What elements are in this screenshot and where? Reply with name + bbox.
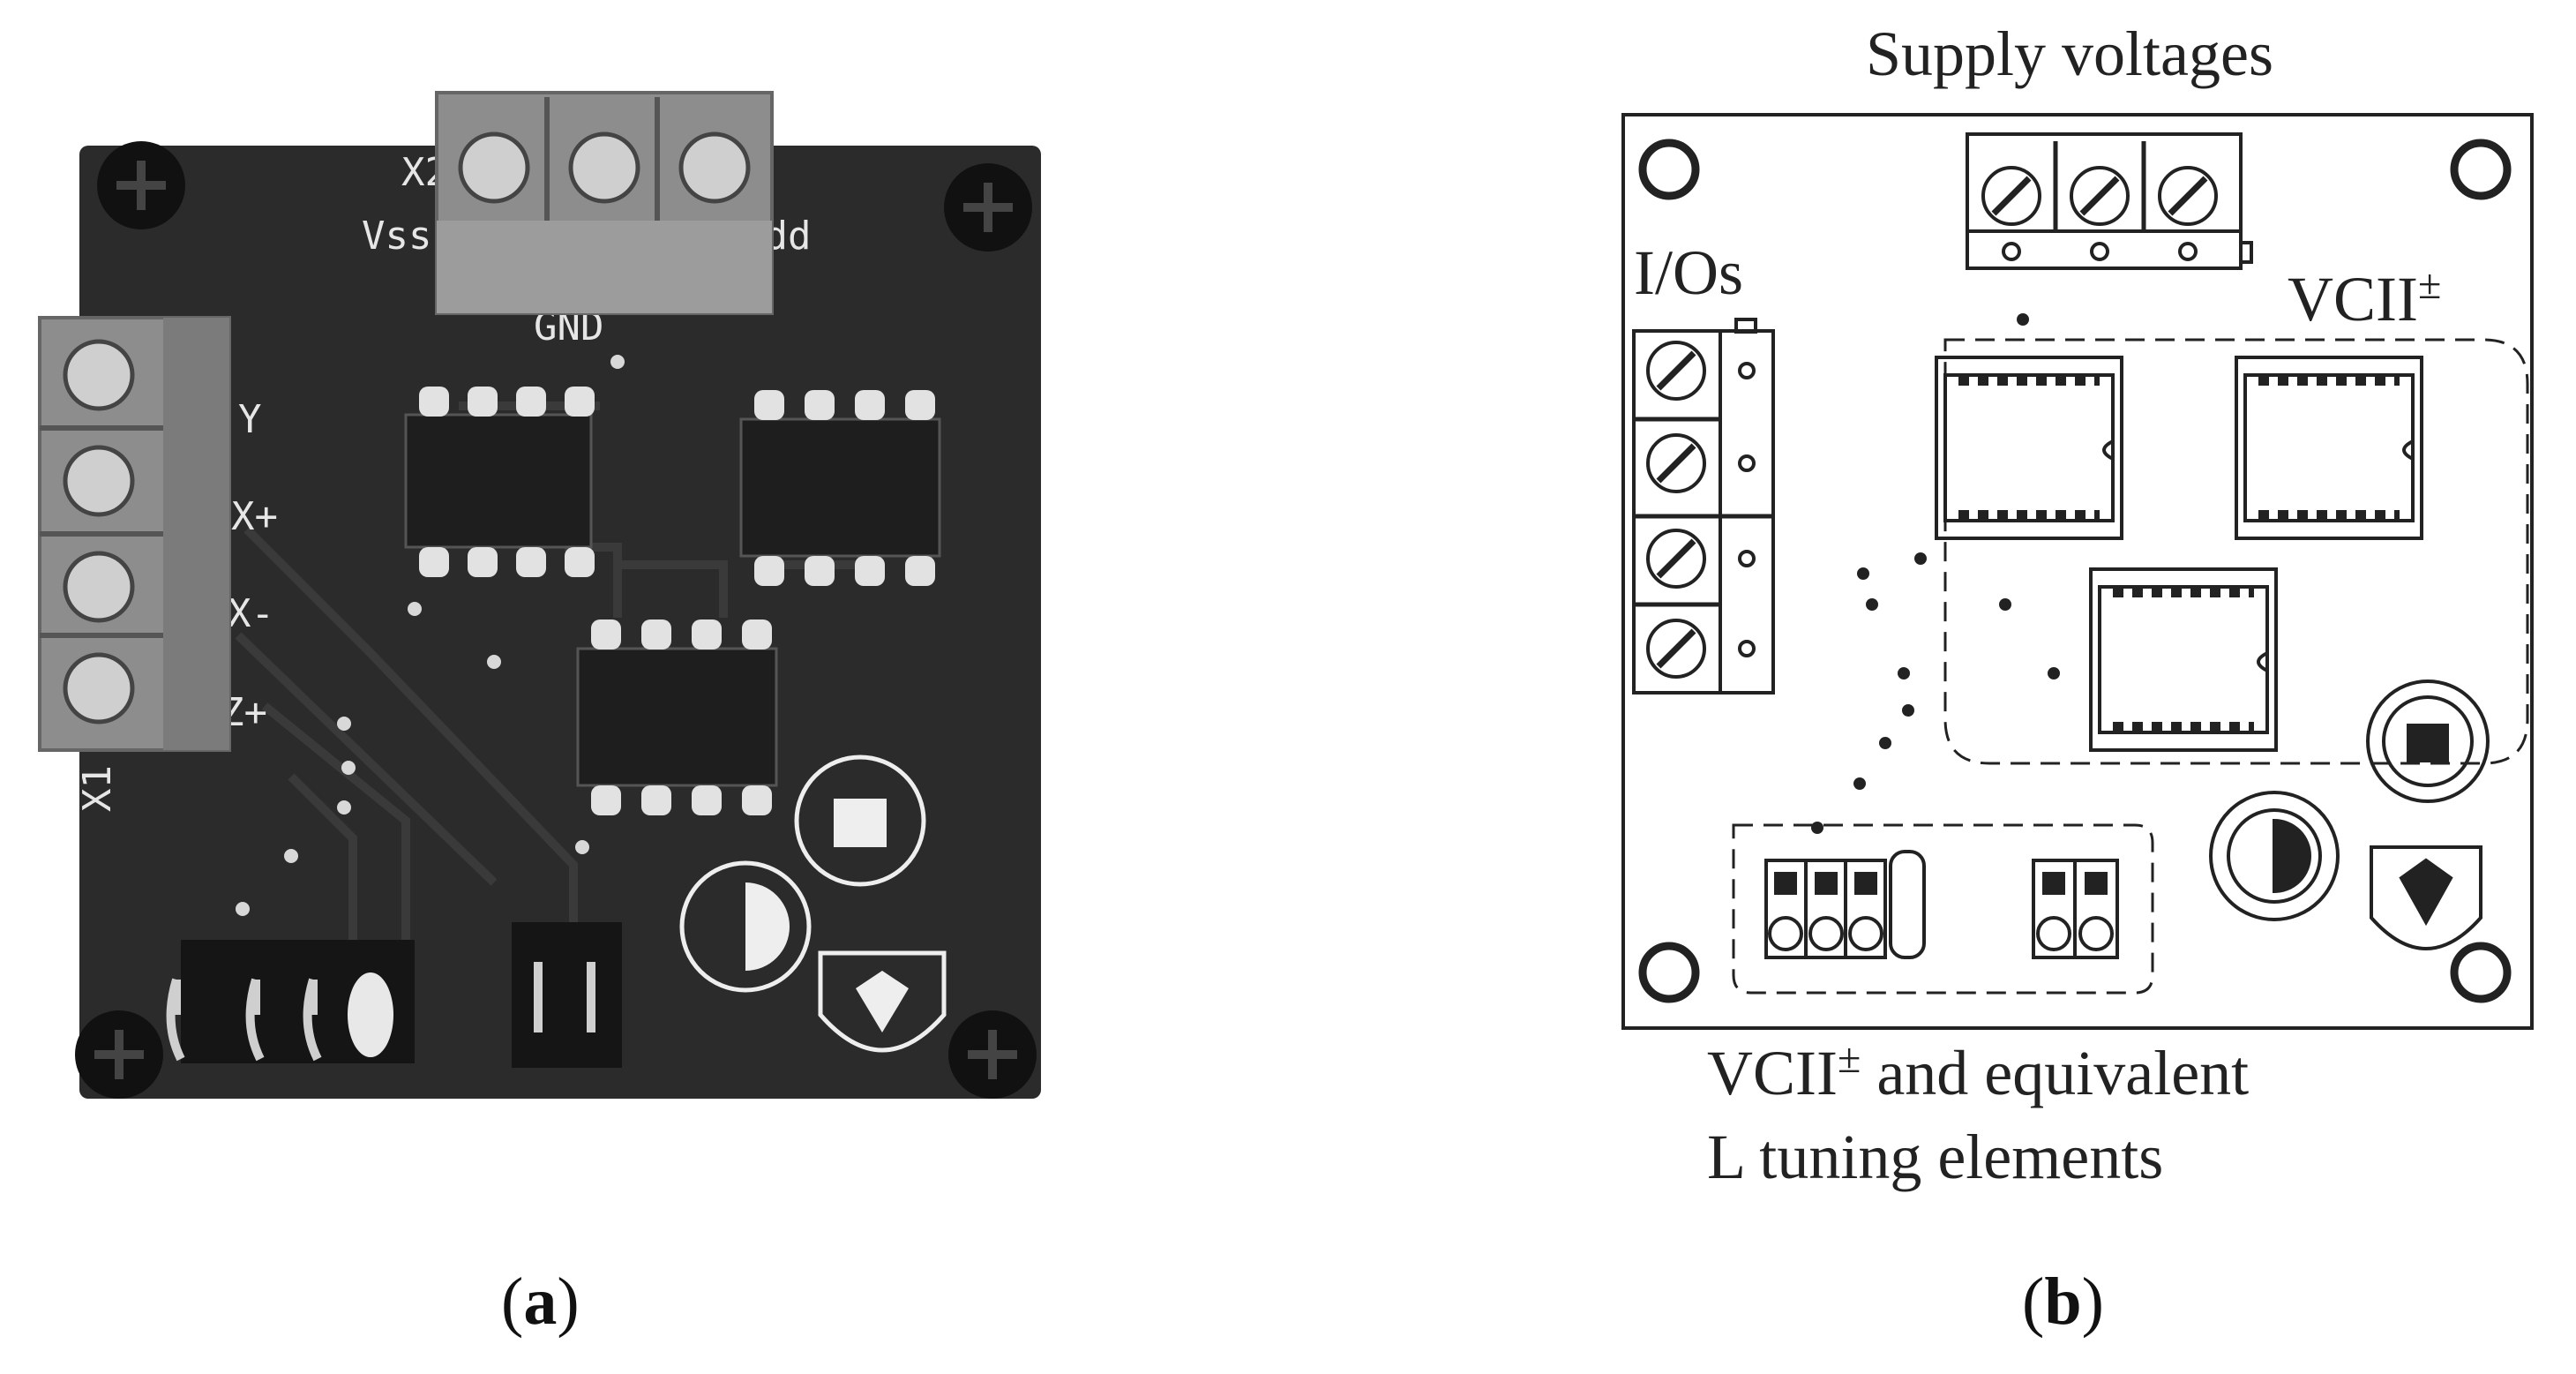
label-vcii-sup: ± (2417, 261, 2442, 308)
io-terminal-outline (1632, 318, 1775, 695)
supply-terminal-block (435, 91, 774, 315)
io-terminal-block (38, 316, 231, 752)
label-tuning-sup: ± (1837, 1035, 1861, 1082)
panel-a-pcb-photo: X2 Vss Vdd GND Y X+ X- Z+ X1 (38, 91, 1041, 1340)
label-vcii-main: VCII (2288, 264, 2418, 334)
pcb-traces (235, 402, 882, 962)
label-tuning-line1: VCII± and equivalent (1707, 1034, 2249, 1110)
caption-a: (a) (501, 1264, 580, 1340)
dip-footprint-3 (2089, 567, 2278, 752)
dip-footprint-1 (1935, 356, 2123, 540)
mounting-holes (1638, 139, 2512, 1003)
caption-a-open: ( (501, 1265, 524, 1339)
tuning-region-outline (1732, 823, 2154, 995)
caption-b-letter: b (2044, 1265, 2082, 1339)
caption-a-close: ) (557, 1265, 580, 1339)
silk-xminus: X- (228, 591, 274, 636)
label-ios: I/Os (1634, 237, 1743, 308)
silk-x1: X1 (75, 765, 120, 812)
label-tuning-line2: L tuning elements (1707, 1122, 2164, 1192)
pcb-vias (236, 355, 625, 916)
pcb-board (79, 146, 1041, 1099)
tuning-footprints (1764, 850, 2119, 959)
pcb-photo-illustration: X2 Vss Vdd GND Y X+ X- Z+ X1 (38, 91, 1041, 1099)
dip-footprint-2 (2235, 356, 2423, 540)
silk-xplus: X+ (231, 494, 278, 539)
dip-ic-2 (739, 390, 941, 586)
drawing-logo-eagle (2370, 845, 2482, 950)
supply-terminal-outline (1966, 132, 2253, 270)
mounting-screws (75, 141, 1037, 1099)
label-tuning-vcii: VCII (1707, 1038, 1838, 1108)
board-outline (1621, 113, 2534, 1030)
university-logo-dogus (679, 860, 812, 993)
caption-b-open: ( (2022, 1265, 2045, 1339)
tuning-components (166, 922, 622, 1068)
silk-y: Y (238, 397, 262, 442)
caption-a-letter: a (523, 1265, 558, 1339)
label-supply-voltages: Supply voltages (1866, 19, 2273, 89)
label-vcii: VCII± (2288, 260, 2441, 336)
silk-vss: Vss (362, 214, 431, 259)
drawing-vias (1811, 313, 2060, 834)
university-logo-eagle (818, 950, 947, 1053)
university-logo-pau (794, 755, 926, 887)
dip-ic-1 (404, 387, 595, 577)
pcb-layout-drawing (1621, 113, 2534, 1030)
drawing-logo-dogus (2209, 791, 2340, 921)
vcii-region-outline (1943, 338, 2529, 765)
dip-ic-3 (576, 619, 778, 815)
label-tuning-rest: and equivalent (1861, 1038, 2250, 1108)
caption-b: (b) (2022, 1264, 2104, 1340)
caption-b-close: ) (2081, 1265, 2104, 1339)
drawing-logo-pau (2366, 679, 2490, 803)
panel-b-layout-drawing: Supply voltages I/Os VCII± VCII± and equ… (1288, 0, 2576, 1374)
